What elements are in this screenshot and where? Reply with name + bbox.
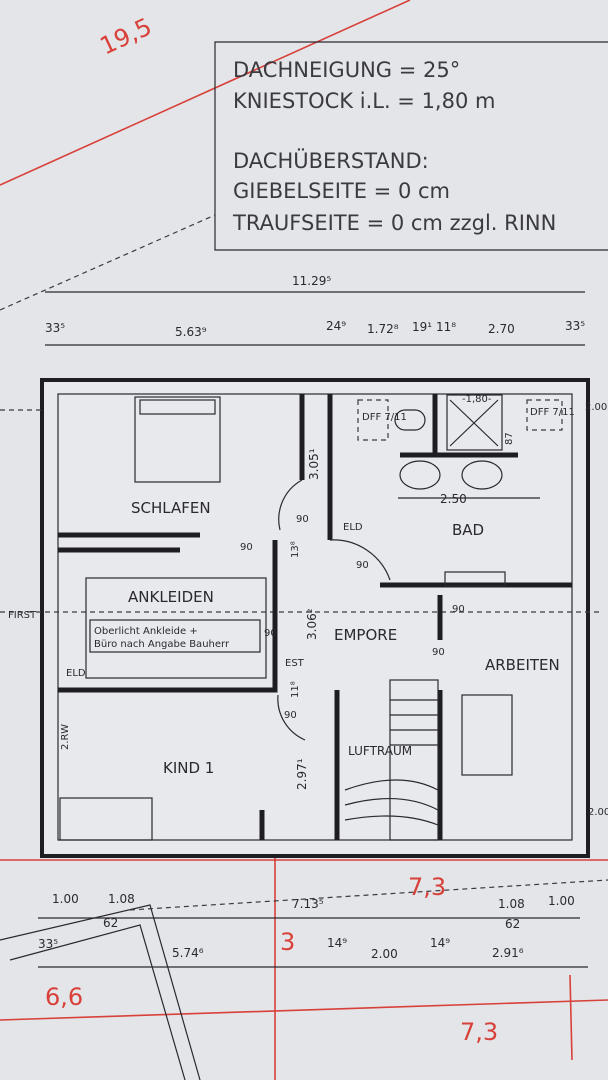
dim-label: 7.13⁵ — [292, 897, 324, 911]
room-label-schlafen: SCHLAFEN — [131, 499, 211, 517]
wardrobe-outline — [85, 577, 267, 679]
skylight-label: DFF 7/11 — [530, 407, 575, 418]
eld-label: ELD — [343, 522, 363, 533]
room-label-luftraum: LUFTRAUM — [348, 744, 412, 758]
spec-line: DACHÜBERSTAND: — [233, 148, 429, 173]
dim-label: 1.08 — [108, 892, 135, 906]
door-width: 90 — [240, 542, 253, 553]
eld-label: ELD — [66, 668, 86, 679]
dim-label: 24⁹ — [326, 319, 346, 333]
room-label-kind1: KIND 1 — [163, 759, 214, 777]
note-box — [89, 619, 261, 653]
sink-icon — [461, 460, 503, 490]
dim-label: 19¹ — [412, 320, 432, 334]
dim-label: 2.97¹ — [295, 758, 309, 790]
dim-label: 3.06² — [305, 608, 319, 640]
red-annotation: 19,5 — [96, 12, 156, 60]
dim-label: 1.00 — [548, 894, 575, 908]
room-label-bad: BAD — [452, 521, 484, 539]
red-pen-line — [569, 974, 573, 1061]
dim-label: 33⁵ — [38, 937, 58, 951]
dim-label: 14⁹ — [430, 936, 450, 950]
bed-icon — [59, 797, 153, 841]
spec-line: DACHNEIGUNG = 25° — [233, 58, 460, 82]
dim-label: 2.00 — [585, 402, 607, 413]
dim-label: 5.63⁹ — [175, 325, 207, 339]
shower-icon — [446, 394, 503, 451]
room-label-arbeiten: ARBEITEN — [485, 656, 560, 674]
dim-overall: 11.29⁵ — [292, 274, 331, 288]
inner-wall-line — [57, 393, 573, 841]
room-label-empore: EMPORE — [334, 626, 397, 644]
top-dimensions: 11.29⁵ 33⁵ 5.63⁹ 24⁹ 1.72⁸ 19¹ 11⁸ 2.70 … — [45, 274, 585, 346]
desk-icon — [461, 694, 513, 776]
dim-label: 2.00 — [588, 807, 608, 818]
roof-line — [0, 214, 216, 311]
spec-line: GIEBELSEITE = 0 cm — [233, 179, 450, 203]
door-width: 90 — [284, 710, 297, 721]
dim-label: 1.08 — [498, 897, 525, 911]
dim-label: 33⁵ — [565, 319, 585, 333]
dim-label: 11⁸ — [290, 681, 301, 698]
red-annotation: 6,6 — [45, 983, 83, 1011]
note-text: Oberlicht Ankleide + — [94, 626, 198, 637]
dim-label: 3.05¹ — [307, 448, 321, 480]
door-width: 90 — [452, 604, 465, 615]
note-text: Büro nach Angabe Bauherr — [94, 639, 230, 650]
dim-label: 14⁹ — [327, 936, 347, 950]
rw-label: 2.RW — [60, 724, 71, 750]
bed-icon — [134, 396, 221, 483]
dim-label: 13⁸ — [290, 541, 301, 558]
red-annotation: 7,3 — [460, 1018, 498, 1046]
dim-label: 1.00 — [52, 892, 79, 906]
dim-label: 1.72⁸ — [367, 322, 399, 336]
door-arc — [278, 479, 303, 531]
dim-label: 62 — [505, 917, 520, 931]
skylight-right — [526, 399, 563, 431]
staircase — [344, 679, 439, 841]
est-label: EST — [285, 658, 305, 669]
bottom-dimensions: 1.00 1.08 62 7.13⁵ 1.08 62 1.00 33⁵ 5.74… — [0, 879, 608, 1080]
dim-label: 33⁵ — [45, 321, 65, 335]
dim-label: 2.91⁶ — [492, 946, 524, 960]
red-pen-line — [0, 999, 608, 1021]
red-annotation: 7,3 — [408, 873, 446, 901]
toilet-icon — [394, 409, 426, 431]
red-annotation: 3 — [280, 928, 295, 956]
dim-label: 5.74⁶ — [172, 946, 204, 960]
door-width: 90 — [296, 514, 309, 525]
dim-label: 2.70 — [488, 322, 515, 336]
neighbor-outline — [0, 904, 201, 1080]
dim-label: 11⁸ — [436, 320, 456, 334]
door-arc — [329, 539, 391, 581]
door-arc — [277, 694, 306, 741]
cabinet-icon — [444, 571, 506, 587]
dim-label: 2.00 — [371, 947, 398, 961]
spec-line: TRAUFSEITE = 0 cm zzgl. RINN — [232, 211, 556, 235]
room-label-ankleiden: ANKLEIDEN — [128, 588, 214, 606]
door-width: 90 — [264, 628, 277, 639]
outer-wall — [40, 378, 590, 858]
dim-label: 2.50 — [440, 492, 467, 506]
dim-label: 87 — [504, 432, 515, 445]
skylight-label: DFF 7/11 — [362, 412, 407, 423]
door-width: 90 — [432, 647, 445, 658]
skylight-left — [357, 399, 389, 441]
roof-spec-box: DACHNEIGUNG = 25° KNIESTOCK i.L. = 1,80 … — [214, 41, 608, 251]
red-pen-line — [0, 0, 411, 186]
spec-line: KNIESTOCK i.L. = 1,80 m — [233, 89, 495, 113]
dim-label: -1,80- — [462, 394, 492, 405]
dim-label: 62 — [103, 916, 118, 930]
door-width: 90 — [356, 560, 369, 571]
first-label: FIRST — [8, 610, 37, 621]
sink-icon — [399, 460, 441, 490]
